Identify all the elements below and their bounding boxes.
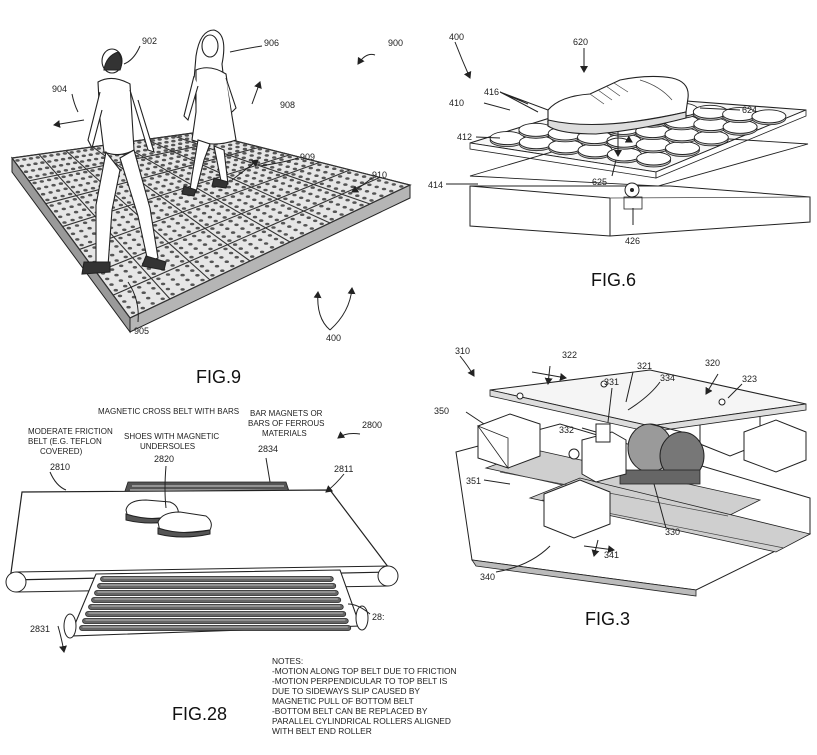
fig28-note-line: MAGNETIC PULL OF BOTTOM BELT (272, 696, 414, 706)
fig3-ref-320: 320 (705, 358, 720, 368)
fig28-label-shoes-2: UNDERSOLES (140, 442, 195, 451)
fig28-magnetic-bars (79, 576, 352, 631)
fig28-ref-2834: 2834 (258, 444, 278, 454)
fig9-ref-909: 909 (300, 152, 315, 162)
fig9-ref-906: 906 (264, 38, 279, 48)
fig3-ref-351: 351 (466, 476, 481, 486)
fig6-ref-410: 410 (449, 98, 464, 108)
fig3-ref-330: 330 (665, 527, 680, 537)
fig28-label-cross-belt: MAGNETIC CROSS BELT WITH BARS (98, 407, 239, 416)
fig9-caption: FIG.9 (196, 367, 241, 387)
fig3-ref-332: 332 (559, 425, 574, 435)
fig28-ref-2811: 2811 (334, 464, 353, 474)
fig3-caption: FIG.3 (585, 609, 630, 629)
fig28-note-line: NOTES: (272, 656, 303, 666)
fig6-diagram: 400 620 410 416 412 624 414 625 426 FIG.… (428, 32, 811, 290)
fig9-arrow-904 (53, 119, 85, 128)
fig28-ref-2810: 2810 (50, 462, 70, 472)
fig9-arrow-908 (251, 81, 262, 105)
fig28-note-line: WITH BELT END ROLLER (272, 726, 372, 736)
fig6-ref-412: 412 (457, 132, 472, 142)
fig3-diagram: 310 322 321 320 331 334 323 350 332 351 … (434, 346, 812, 629)
fig28-shoes-2820 (125, 499, 212, 538)
fig28-label-friction-3: COVERED) (40, 447, 83, 456)
fig28-ref-2820: 2820 (154, 454, 174, 464)
fig28-label-bars-3: MATERIALS (262, 429, 307, 438)
fig3-ref-331: 331 (604, 377, 619, 387)
fig28-label-bars-1: BAR MAGNETS OR (250, 409, 323, 418)
fig3-ref-322: 322 (562, 350, 577, 360)
fig9-ref-910: 910 (372, 170, 387, 180)
fig3-ref-341: 341 (604, 550, 619, 560)
fig6-ref-624: 624 (742, 105, 757, 115)
fig9-person-906 (181, 29, 237, 197)
fig3-ref-340: 340 (480, 572, 495, 582)
fig9-ref-902: 902 (142, 36, 157, 46)
fig6-ref-414: 414 (428, 180, 443, 190)
fig28-note-line: -MOTION ALONG TOP BELT DUE TO FRICTION (272, 666, 457, 676)
fig6-ref-625: 625 (592, 177, 607, 187)
fig3-ref-334: 334 (660, 373, 675, 383)
fig6-ref-426: 426 (625, 236, 640, 246)
fig9-ref-908: 908 (280, 100, 295, 110)
fig6-ref-416: 416 (484, 87, 499, 97)
fig9-ref-900: 900 (388, 38, 403, 48)
fig9-ref-904: 904 (52, 84, 67, 94)
fig28-ref-28-partial: 28: (372, 612, 385, 622)
fig28-ref-2800: 2800 (362, 420, 382, 430)
fig3-ref-350: 350 (434, 406, 449, 416)
fig9-diagram: 902 906 900 904 908 909 910 905 400 FIG.… (10, 29, 412, 387)
fig28-diagram: MAGNETIC CROSS BELT WITH BARS MODERATE F… (5, 407, 457, 736)
fig28-note-line: PARALLEL CYLINDRICAL ROLLERS ALIGNED (272, 716, 451, 726)
fig9-arrow-909 (231, 159, 259, 181)
fig28-label-bars-2: BARS OF FERROUS (248, 419, 324, 428)
fig9-floor-grid (10, 131, 412, 334)
fig28-notes: NOTES: -MOTION ALONG TOP BELT DUE TO FRI… (272, 656, 457, 736)
fig3-ref-310: 310 (455, 346, 470, 356)
fig28-ref-2831: 2831 (30, 624, 50, 634)
fig3-motor-330 (619, 423, 705, 485)
fig6-shoe-620 (547, 75, 689, 135)
fig6-ref-400: 400 (449, 32, 464, 42)
fig9-person-902 (81, 48, 167, 275)
fig9-ref-905: 905 (134, 326, 149, 336)
fig9-ref-400: 400 (326, 333, 341, 343)
fig6-caption: FIG.6 (591, 270, 636, 290)
fig28-label-friction-2: BELT (E.G. TEFLON (28, 437, 102, 446)
fig3-ref-323: 323 (742, 374, 757, 384)
fig28-label-friction-1: MODERATE FRICTION (28, 427, 113, 436)
fig28-note-line: DUE TO SIDEWAYS SLIP CAUSED BY (272, 686, 420, 696)
fig28-caption: FIG.28 (172, 704, 227, 724)
fig6-ref-620: 620 (573, 37, 588, 47)
fig28-note-line: -BOTTOM BELT CAN BE REPLACED BY (272, 706, 428, 716)
fig3-ref-321: 321 (637, 361, 652, 371)
fig28-note-line: -MOTION PERPENDICULAR TO TOP BELT IS (272, 676, 448, 686)
fig28-label-shoes-1: SHOES WITH MAGNETIC (124, 432, 219, 441)
